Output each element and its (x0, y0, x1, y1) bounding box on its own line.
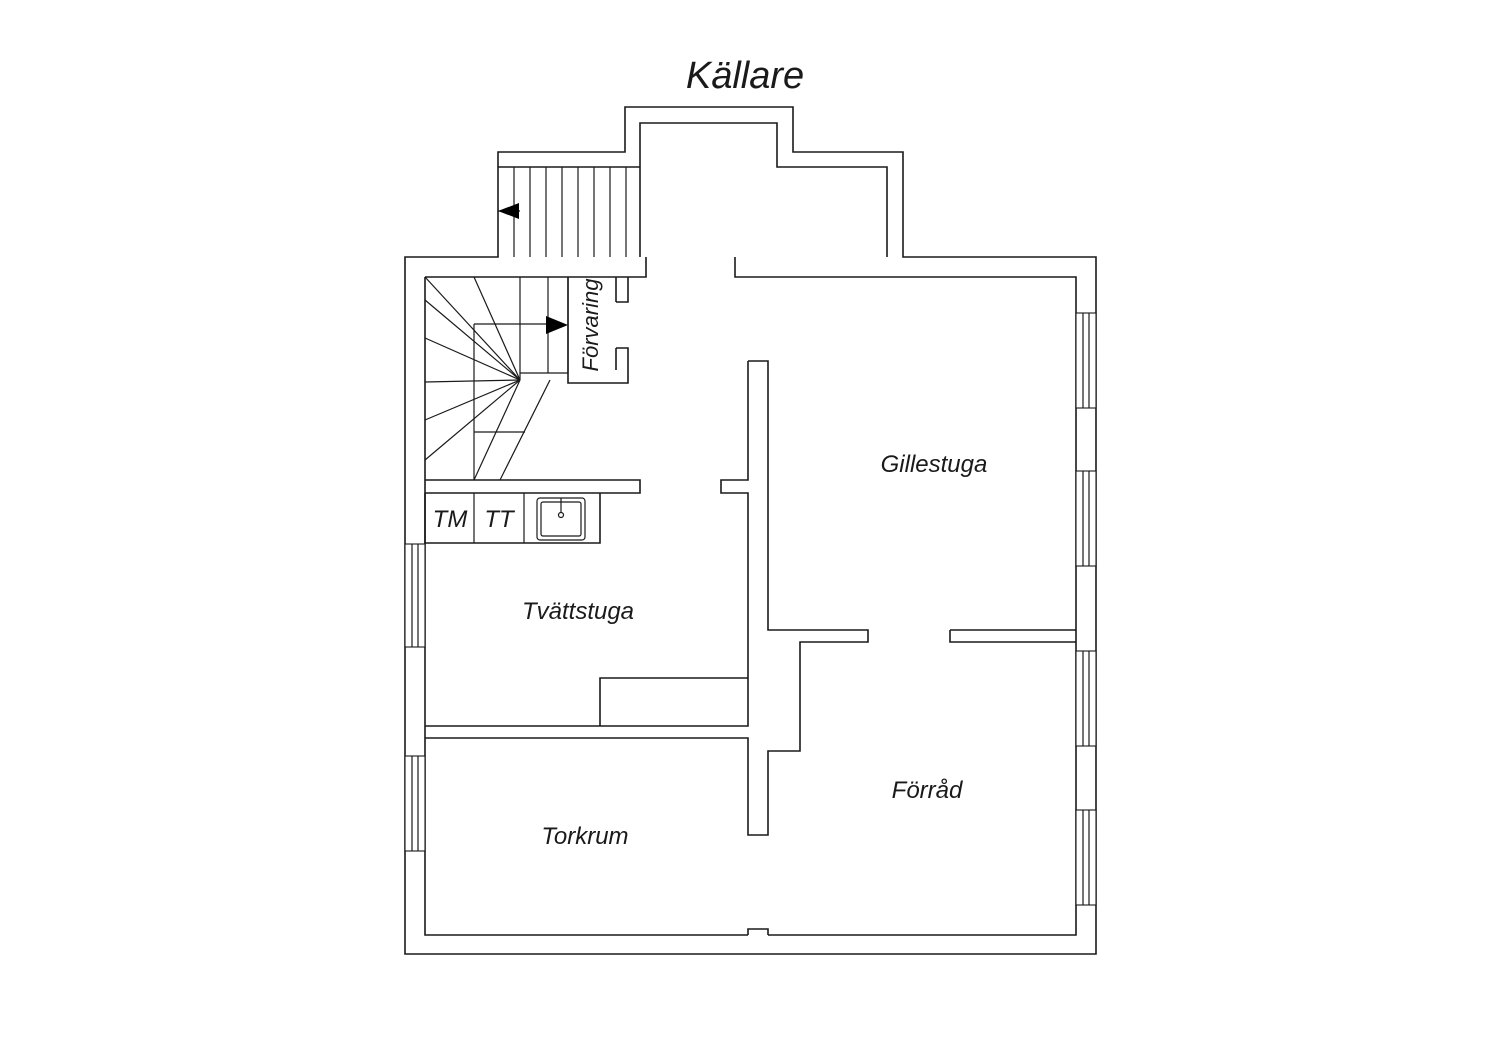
window-right-4 (1075, 809, 1097, 906)
stair-direction-arrow (498, 203, 519, 219)
windows (404, 312, 1097, 906)
window-right-3 (1075, 650, 1097, 747)
stair-up-arrow (546, 316, 568, 334)
window-left-2 (404, 755, 426, 852)
room-label-forrad: Förråd (892, 777, 963, 804)
plan-title: Källare (686, 55, 804, 97)
room-label-torkrum: Torkrum (541, 823, 628, 850)
appliance-label-tm: TM (433, 506, 468, 533)
exterior-stair (498, 167, 627, 257)
interior-stair (424, 276, 641, 494)
room-label-gillestuga: Gillestuga (881, 451, 988, 478)
interior-walls (425, 360, 1076, 836)
window-right-2 (1075, 470, 1097, 567)
window-left-1 (404, 543, 426, 648)
window-right-1 (1075, 312, 1097, 409)
laundry-counter (424, 493, 601, 544)
appliance-label-tt: TT (484, 506, 516, 533)
forvaring-walls (567, 277, 629, 384)
room-label-forvaring: Förvaring (578, 278, 603, 372)
room-label-tvattstuga: Tvättstuga (522, 598, 634, 625)
